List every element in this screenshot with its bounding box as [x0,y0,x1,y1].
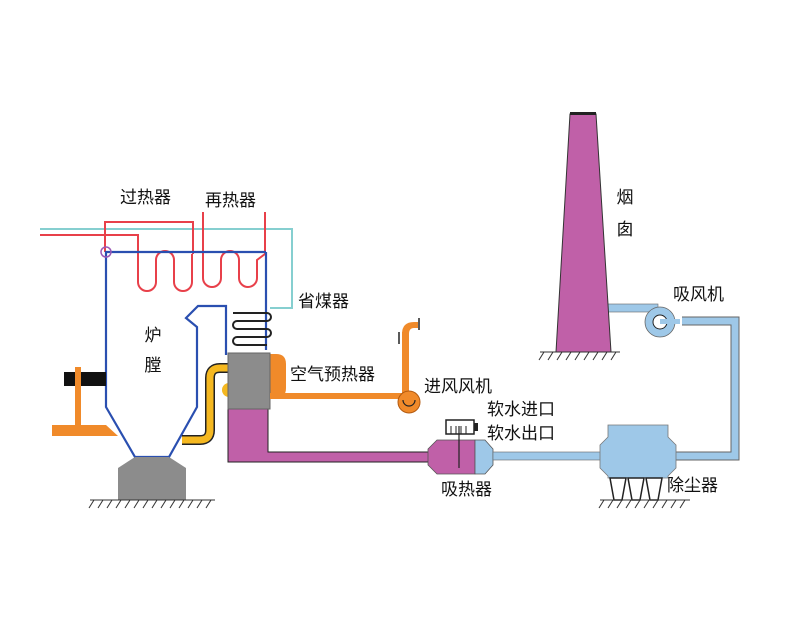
label-chimney-2: 囱 [616,220,634,240]
label-reheater: 再热器 [205,191,256,211]
label-air-preheater: 空气预热器 [290,365,375,385]
induced-draft-fan [644,306,680,338]
label-induced-draft-fan: 吸风机 [673,285,724,305]
ground-hatch [610,351,617,361]
label-superheater: 过热器 [120,188,171,208]
ground-hatch [556,351,563,361]
header-junction-icon [100,246,112,258]
ground-hatch [142,499,149,509]
furnace [104,250,268,459]
ground-hatch [97,499,104,509]
label-chimney-1: 烟 [616,188,634,208]
ground-hatch [643,499,650,509]
label-forced-draft-fan: 进风风机 [424,377,492,397]
label-heat-absorber: 吸热器 [441,480,492,500]
burner [52,367,118,436]
ground-hatch [88,499,95,509]
label-furnace-2: 膛 [144,356,162,376]
ground-hatch [661,499,668,509]
ground-hatch [574,351,581,361]
ground-hatch [592,351,599,361]
ground-hatch [133,499,140,509]
forced-draft-fan [397,390,421,414]
ground-hatch [634,499,641,509]
ground-hatch [679,499,686,509]
ground-hatch [205,499,212,509]
ground-hatch [160,499,167,509]
ground-hatch [607,499,614,509]
ground-hatch [196,499,203,509]
ground-hatch [115,499,122,509]
air-duct [270,318,420,400]
ground-hatch [565,351,572,361]
ground-hatch [652,499,659,509]
ground-hatch [616,499,623,509]
ground-hatch [106,499,113,509]
ground-hatch [538,351,545,361]
flue-gas-duct [227,404,431,463]
economizer-coil [232,312,272,346]
dust-collector [599,424,677,501]
label-soft-water-inlet: 软水进口 [487,400,555,420]
ground-hatch [124,499,131,509]
ash-hopper [118,457,186,500]
ground-hatch [601,351,608,361]
label-furnace-1: 炉 [144,326,162,346]
label-dust-collector: 除尘器 [667,476,718,496]
ground-hatch [151,499,158,509]
ground-hatch [670,499,677,509]
chimney [555,112,612,353]
label-economizer: 省煤器 [298,292,349,312]
feedwater-pipe [40,228,293,309]
ground-hatch [583,351,590,361]
ground-hatch [187,499,194,509]
ground-hatch [178,499,185,509]
ground-lines [88,351,690,509]
ground-hatch [625,499,632,509]
label-soft-water-outlet: 软水出口 [487,424,555,444]
ground-hatch [547,351,554,361]
ground-hatch [169,499,176,509]
air-preheater [227,352,286,410]
ground-hatch [598,499,605,509]
heat-absorber [427,419,494,475]
